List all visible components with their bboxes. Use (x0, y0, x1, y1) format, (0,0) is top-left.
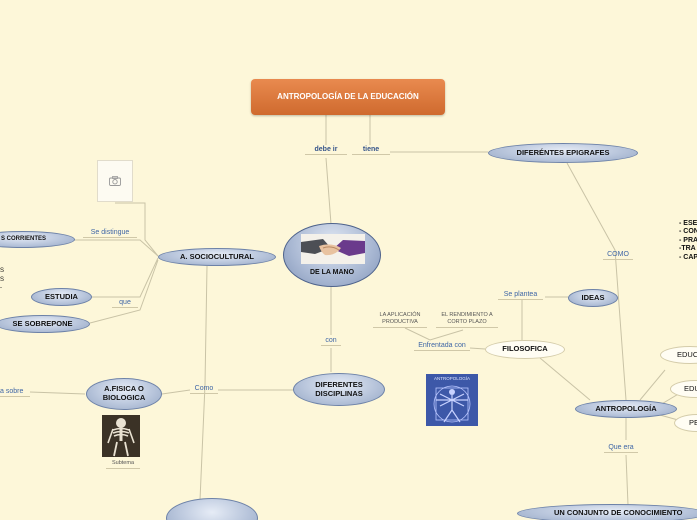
node-estudia[interactable]: ESTUDIA (31, 288, 92, 306)
vitruvian-figure-icon (433, 385, 471, 423)
node-filosofica[interactable]: FILOSOFICA (485, 340, 565, 359)
image-placeholder[interactable] (97, 160, 133, 202)
note-aplicacion[interactable]: LA APLICACIÓN PRODUCTIVA (373, 312, 427, 329)
note-rendimiento[interactable]: EL RENDIMIENTO A CORTO PLAZO (436, 312, 498, 329)
node-label: DE LA MANO (309, 269, 355, 276)
list-item: - CON (679, 228, 697, 236)
partial-text-3: - (0, 285, 2, 291)
link-label-debe-ir[interactable]: debe ir (305, 146, 347, 155)
link-label-como[interactable]: Como (190, 385, 218, 394)
subtopic-caption[interactable]: Subtema (106, 460, 140, 470)
link-label-con[interactable]: con (321, 337, 341, 346)
list-item: -TRA (679, 245, 696, 253)
handshake-image (301, 234, 365, 264)
link-label-como-upper[interactable]: COMO (603, 251, 633, 260)
node-diferentes-epigrafes[interactable]: DIFERÉNTES EPIGRAFES (488, 143, 638, 163)
link-label-que-era[interactable]: Que era (604, 444, 638, 453)
link-label-enfrentada-con[interactable]: Enfrentada con (414, 342, 470, 351)
node-a-sociocultural[interactable]: A. SOCIOCULTURAL (158, 248, 276, 266)
link-label-se-distingue[interactable]: Se distingue (83, 229, 137, 238)
link-label-que[interactable]: que (112, 299, 138, 308)
link-label-sobre[interactable]: a sobre (0, 388, 30, 397)
partial-text-2: S (0, 277, 5, 283)
list-block: - ESE- CON- PRA-TRA- CAP (679, 220, 697, 262)
list-item: - CAP (679, 253, 697, 261)
node-a-fisica-biologica[interactable]: A.FISICA O BIOLOGICA (86, 378, 162, 410)
skeleton-image[interactable] (102, 415, 140, 457)
node-se-sobrepone[interactable]: SE SOBREPONE (0, 315, 90, 333)
vitruvian-caption: ANTROPOLOGÍA (433, 376, 470, 381)
list-item: - ESE (679, 220, 697, 227)
node-ideas[interactable]: IDEAS (568, 289, 618, 307)
node-de-la-mano[interactable]: DE LA MANO (283, 223, 381, 287)
node-conjunto-conocimiento[interactable]: UN CONJUNTO DE CONOCIMIENTO (517, 504, 697, 520)
list-item: - PRA (679, 236, 697, 244)
node-diferentes-disciplinas[interactable]: DIFERENTES DISCIPLINAS (293, 373, 385, 406)
central-title[interactable]: ANTROPOLOGÍA DE LA EDUCACIÓN (251, 79, 445, 115)
partial-text-1: S (0, 268, 5, 274)
vitruvian-image[interactable]: ANTROPOLOGÍA (426, 374, 478, 426)
camera-icon (109, 176, 121, 186)
link-label-tiene[interactable]: tiene (352, 146, 390, 155)
link-label-se-plantea[interactable]: Se plantea (498, 291, 543, 300)
node-antropologia[interactable]: ANTROPOLOGÍA (575, 400, 677, 418)
node-corrientes[interactable]: S CORRIENTES (0, 231, 75, 248)
